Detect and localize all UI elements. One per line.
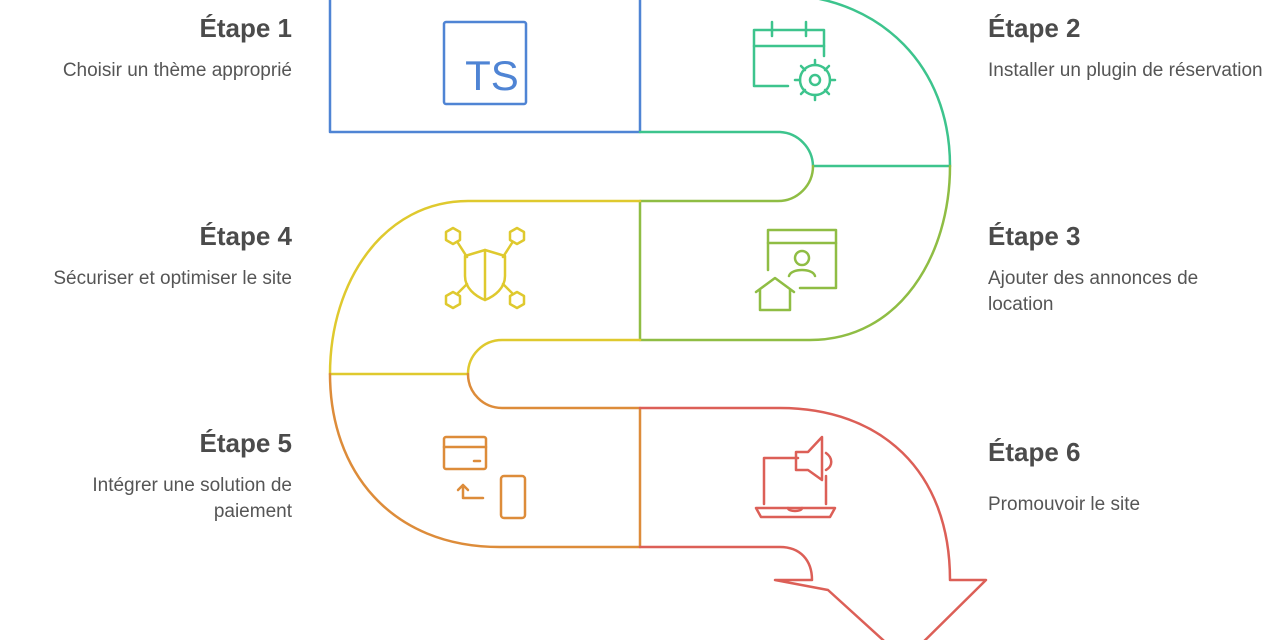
step-5-description: Intégrer une solution de paiement xyxy=(92,475,292,522)
step-2: Étape 2 Installer un plugin de réservati… xyxy=(988,12,1268,84)
house-listing-icon xyxy=(754,228,838,312)
step-4-description: Sécuriser et optimiser le site xyxy=(53,268,292,289)
step-1-description: Choisir un thème approprié xyxy=(62,60,292,81)
step-5-title: Étape 5 xyxy=(199,428,293,458)
step-3: Étape 3 Ajouter des annonces de location xyxy=(988,220,1268,318)
step5-segment xyxy=(328,372,642,549)
step-2-description: Installer un plugin de réservation xyxy=(988,60,1263,81)
step-6: Étape 6 Promouvoir le site xyxy=(988,436,1268,518)
step-1-title: Étape 1 xyxy=(199,13,293,43)
step-1: Étape 1 Choisir un thème approprié xyxy=(22,12,292,84)
step6-arrow xyxy=(638,406,988,640)
step-6-description: Promouvoir le site xyxy=(988,494,1141,515)
step-3-title: Étape 3 xyxy=(988,221,1081,251)
step-4-title: Étape 4 xyxy=(199,221,293,251)
card-phone-payment-icon xyxy=(442,435,527,520)
ts-badge-icon: TS xyxy=(442,20,528,106)
step-5: Étape 5 Intégrer une solution de paiemen… xyxy=(22,427,292,525)
ts-icon-text: TS xyxy=(465,52,519,99)
step1-segment xyxy=(328,0,642,134)
step-4: Étape 4 Sécuriser et optimiser le site xyxy=(22,220,292,292)
step4-segment xyxy=(328,199,642,376)
step2-segment xyxy=(638,0,952,168)
calendar-gear-icon xyxy=(752,20,837,102)
step-2-title: Étape 2 xyxy=(988,13,1081,43)
step-3-description: Ajouter des annonces de location xyxy=(988,268,1199,315)
shield-network-icon xyxy=(444,226,526,310)
step3-segment xyxy=(638,164,952,342)
laptop-megaphone-icon xyxy=(754,435,837,519)
step-6-title: Étape 6 xyxy=(988,437,1081,467)
